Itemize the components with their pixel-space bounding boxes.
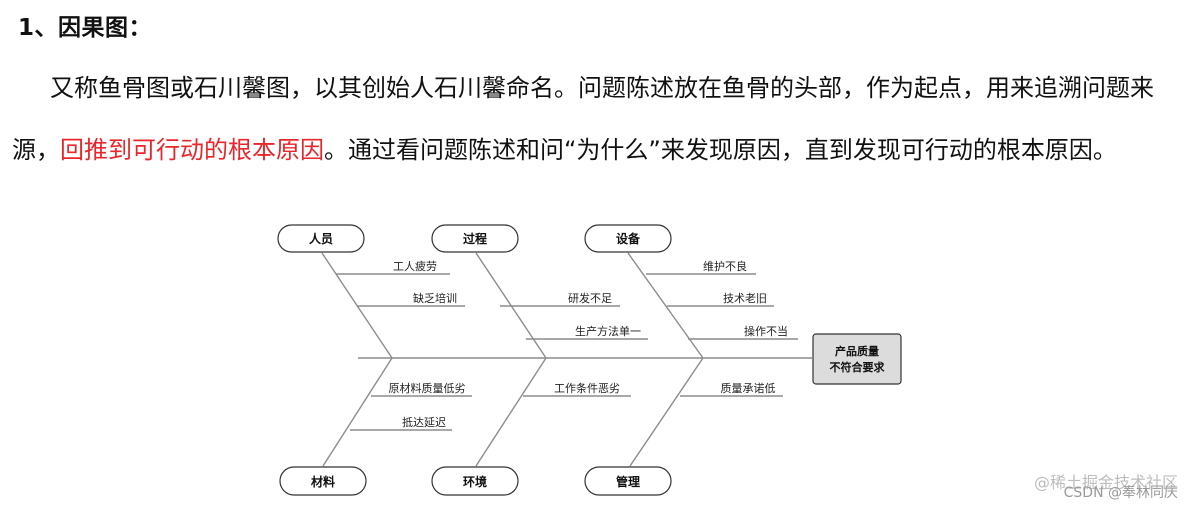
section-heading: 1、因果图： <box>18 15 153 41</box>
bone-line <box>322 357 393 467</box>
category-node <box>584 466 672 496</box>
bone-line <box>627 252 704 359</box>
watermark: @稀土掘金技术社区 CSDN @奉林同庆 <box>1033 473 1178 502</box>
category-node <box>431 466 519 496</box>
watermark-line2: CSDN @奉林同庆 <box>1063 485 1178 501</box>
watermark-line1: @稀土掘金技术社区 <box>1033 473 1178 492</box>
bone-line <box>475 357 547 467</box>
category-label-equipment: 设备 <box>616 231 641 246</box>
category-label-materials: 材料 <box>310 474 335 489</box>
effect-label-line1: 产品质量 <box>835 344 879 358</box>
cause-label: 工人疲劳 <box>393 259 437 273</box>
cause-label: 操作不当 <box>744 324 788 338</box>
cause-label: 质量承诺低 <box>721 382 776 395</box>
category-node <box>584 224 672 253</box>
cause-label: 缺乏培训 <box>413 291 457 305</box>
category-label-people: 人员 <box>309 231 333 246</box>
effect-box <box>812 333 902 385</box>
paragraph-text-2: 。通过看问题陈述和问“为什么”来发现原因，直到发现可行动的根本原因。 <box>324 136 1117 164</box>
cause-label: 工作条件恶劣 <box>554 381 620 395</box>
category-node <box>277 224 365 253</box>
category-label-environment: 环境 <box>463 474 487 489</box>
intro-paragraph: 又称鱼骨图或石川馨图，以其创始人石川馨命名。问题陈述放在鱼骨的头部，作为起点，用… <box>12 57 1180 181</box>
effect-label-line2: 不符合要求 <box>830 360 886 374</box>
category-node <box>279 466 367 496</box>
category-node <box>431 224 519 253</box>
paragraph-text-1: 又称鱼骨图或石川馨图，以其创始人石川馨命名。问题陈述放在鱼骨的头部，作为起点，用… <box>12 74 1154 164</box>
category-label-process: 过程 <box>463 231 487 246</box>
cause-label: 维护不良 <box>703 259 747 273</box>
bone-line <box>629 357 704 467</box>
cause-label: 技术老旧 <box>723 292 767 305</box>
cause-label: 原材料质量低劣 <box>389 381 466 395</box>
category-label-management: 管理 <box>616 474 640 489</box>
cause-label: 抵达延迟 <box>402 415 446 429</box>
cause-label: 研发不足 <box>568 291 612 305</box>
cause-label: 生产方法单一 <box>575 324 641 338</box>
highlighted-text: 回推到可行动的根本原因 <box>60 136 324 164</box>
